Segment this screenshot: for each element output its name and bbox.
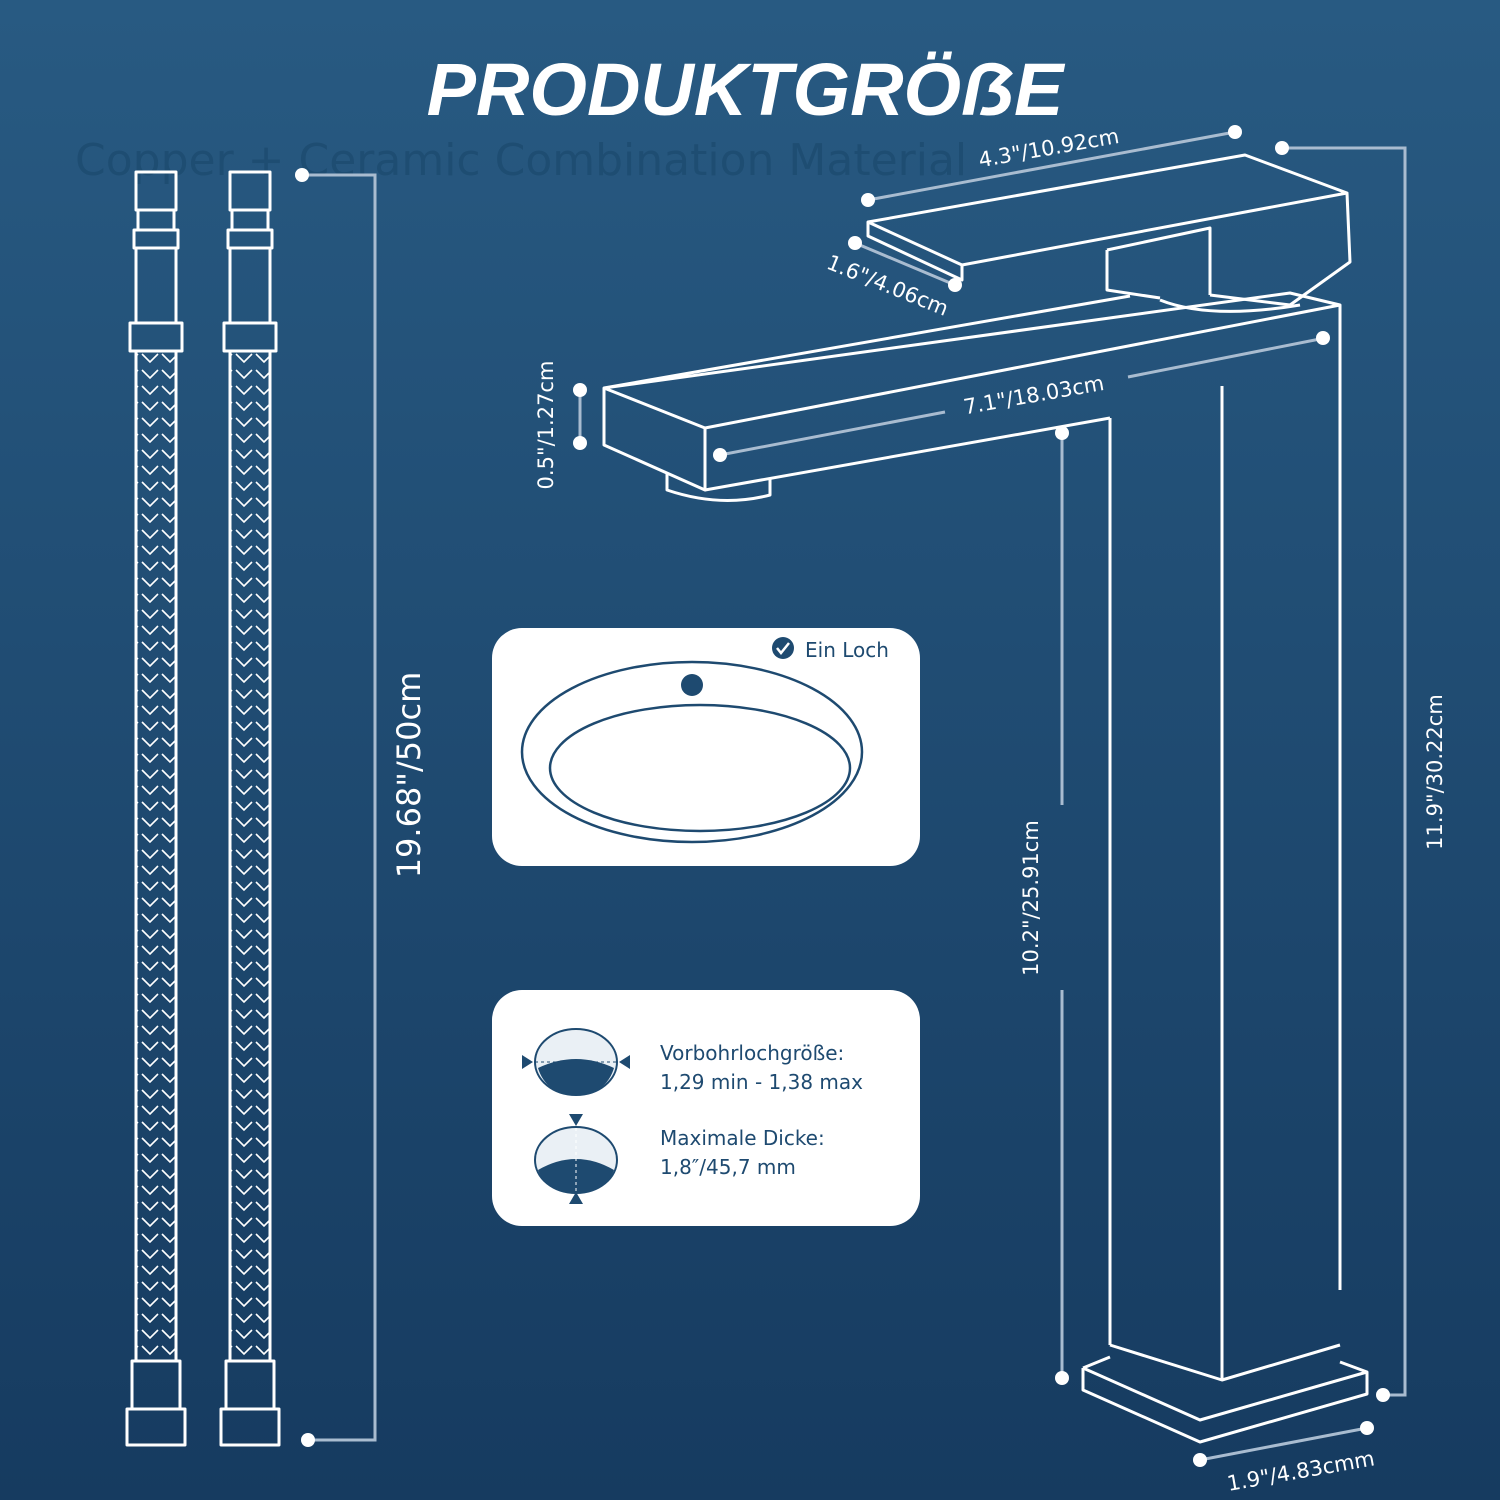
one-hole-card: Ein Loch [492,628,920,866]
hose-length-label: 19.68"/50cm [390,672,428,879]
page-title: PRODUKTGRÖẞE [427,48,1066,131]
spout-thickness-label: 0.5"/1.27cm [534,361,558,490]
max-thickness-icon [534,1114,618,1204]
one-hole-label: Ein Loch [805,638,889,662]
spout-height-dimension: 10.2"/25.91cm [1019,426,1069,1385]
spout-height-label: 10.2"/25.91cm [1019,820,1043,976]
tap-hole [681,674,703,696]
faucet-drawing [602,153,1369,1444]
mounting-specs-card: Vorbohrlochgröße: 1,29 min - 1,38 max Ma… [492,990,920,1226]
hose-length-dimension: 19.68"/50cm [295,168,428,1447]
check-circle-icon [772,637,794,659]
hose-right [219,170,281,1447]
spout-thickness-dimension: 0.5"/1.27cm [534,361,587,490]
basin-inner [548,703,852,833]
thickness-label: Maximale Dicke: [660,1126,825,1150]
hole-diameter-icon [522,1028,630,1096]
faded-subtitle: Copper + Ceramic Combination Material [75,135,967,186]
hose-left [125,170,187,1447]
thickness-value: 1,8″/45,7 mm [660,1155,796,1179]
hole-size-label: Vorbohrlochgröße: [660,1041,844,1065]
total-height-dimension: 11.9"/30.22cm [1275,141,1447,1402]
total-height-label: 11.9"/30.22cm [1423,694,1447,850]
hole-size-value: 1,29 min - 1,38 max [660,1070,863,1094]
basin-outer [520,660,864,844]
